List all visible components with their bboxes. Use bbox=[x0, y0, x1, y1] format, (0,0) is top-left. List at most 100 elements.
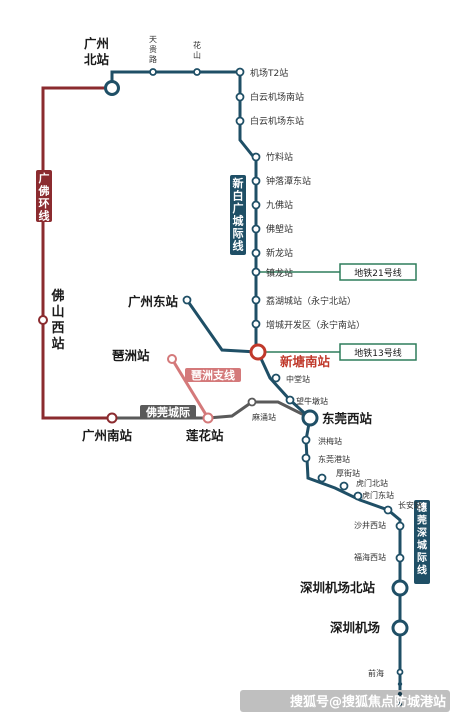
station-label-hongmei: 洪梅站 bbox=[318, 436, 342, 446]
xinbai-line-label-text-char: 线 bbox=[233, 239, 244, 253]
xinbai-line-label-text-char: 际 bbox=[233, 226, 244, 240]
station-label-zengcheng-dev: 增城开发区（永宁南站） bbox=[266, 319, 365, 331]
station-dot-zhuliao bbox=[251, 152, 261, 162]
station-dot-zhenlong bbox=[251, 267, 261, 277]
station-label-huashan: 花山 bbox=[193, 40, 201, 60]
station-label-tiangui-road-char: 路 bbox=[149, 54, 157, 64]
station-dot-fuhai-west bbox=[395, 553, 405, 563]
metro13-text: 地铁13号线 bbox=[354, 347, 401, 359]
metro21-text: 地铁21号线 bbox=[354, 267, 401, 279]
station-dot-humen-north bbox=[339, 481, 349, 491]
xinbai-line-label bbox=[230, 175, 246, 255]
continuation-dot bbox=[397, 691, 403, 697]
station-label-baiyun-airport-east: 白云机场东站 bbox=[250, 115, 304, 127]
station-label-changan: 长安站 bbox=[398, 500, 422, 510]
station-dot-guangzhou-east bbox=[182, 295, 192, 305]
station-label-shenzhen-airport: 深圳机场 bbox=[330, 620, 380, 635]
station-label-foshan-west-char: 西 bbox=[51, 321, 64, 336]
station-dot-wangniudun bbox=[285, 395, 295, 405]
station-dot-pazhou bbox=[167, 354, 177, 364]
station-label-houjie: 厚街站 bbox=[336, 468, 360, 478]
guanshen-label-text-char: 城 bbox=[417, 539, 427, 552]
station-label-guangzhou-north-1: 广州 bbox=[84, 36, 109, 51]
station-label-lianhua: 莲花站 bbox=[186, 428, 224, 443]
station-label-guangzhou-south: 广州南站 bbox=[82, 428, 133, 443]
station-dot-jiufo bbox=[251, 200, 261, 210]
station-dot-lianhua bbox=[202, 412, 214, 424]
continuation-dot bbox=[397, 701, 403, 707]
station-label-pazhou: 琶洲站 bbox=[112, 348, 150, 363]
guanshen-label-text-char: 莞 bbox=[417, 514, 427, 527]
xinbai-line-label-text-char: 城 bbox=[233, 214, 244, 228]
watermark: 搜狐号@搜狐焦点防城港站 bbox=[240, 690, 450, 712]
station-dot-dongguan-west bbox=[301, 409, 319, 427]
station-label-humen-east: 虎门东站 bbox=[362, 490, 394, 500]
station-label-machong: 麻涌站 bbox=[252, 412, 276, 422]
guangfo-loop-label bbox=[36, 170, 52, 222]
station-dot-xinlong bbox=[251, 248, 261, 258]
station-label-wangniudun: 望牛墩站 bbox=[296, 396, 328, 406]
station-label-zhongluotan-east: 钟落潭东站 bbox=[266, 175, 311, 187]
station-dot-dongguan-port bbox=[301, 453, 311, 463]
station-label-tiangui-road-char: 贵 bbox=[149, 44, 157, 54]
station-label-xinlong: 新龙站 bbox=[266, 247, 293, 259]
station-dot-zhongluotan-east bbox=[251, 176, 261, 186]
station-dot-airport-t2 bbox=[235, 67, 245, 77]
xinbai-line-label-text-char: 新 bbox=[233, 176, 244, 190]
station-label-shajing-west: 沙井西站 bbox=[354, 520, 386, 530]
station-label-zhenlong: 镇龙站 bbox=[266, 267, 293, 279]
station-label-foshan-west-char: 山 bbox=[51, 304, 64, 320]
station-label-fuhai-west: 福海西站 bbox=[354, 552, 386, 562]
station-dot-machong bbox=[247, 397, 257, 407]
station-label-dongguan-port: 东莞港站 bbox=[318, 454, 350, 464]
station-dot-qianhai bbox=[396, 668, 404, 676]
station-dot-houjie bbox=[317, 473, 327, 483]
station-dot-shenzhen-airport-north bbox=[391, 579, 409, 597]
station-label-huashan-char: 山 bbox=[193, 50, 201, 60]
xinbai-line-label-text-char: 广 bbox=[233, 201, 244, 215]
guanshen-label-text-char: 际 bbox=[417, 552, 427, 564]
station-label-fosu: 佛塱站 bbox=[266, 223, 293, 235]
foguan-label-text: 佛莞城际 bbox=[145, 405, 190, 419]
station-label-airport-t2: 机场T2站 bbox=[250, 67, 288, 79]
guangfo-loop-label-text-char: 环 bbox=[39, 197, 50, 210]
guangfo-loop-label-text-char: 佛 bbox=[38, 184, 50, 198]
guanshen-label-text-char: 线 bbox=[417, 564, 427, 577]
guanshen-label bbox=[414, 500, 430, 584]
guangfo-loop-label-text-char: 广 bbox=[39, 171, 50, 185]
station-label-qianhai: 前海 bbox=[368, 668, 384, 678]
station-dot-guangzhou-north bbox=[104, 80, 120, 96]
station-dot-zengcheng-dev bbox=[251, 319, 261, 329]
station-dot-foshan-west bbox=[38, 315, 48, 325]
pizhou-label-text: 琶洲支线 bbox=[191, 368, 235, 382]
guangfo-loop-line bbox=[41, 86, 112, 420]
metro13-box: 地铁13号线 bbox=[339, 343, 417, 361]
station-dot-shenzhen-airport bbox=[391, 619, 409, 637]
station-label-tiangui-road-char: 天 bbox=[149, 35, 157, 44]
xinbai-intercity-line bbox=[110, 70, 258, 352]
station-label-humen-north: 虎门北站 bbox=[356, 478, 388, 488]
station-dot-guangzhou-south bbox=[106, 412, 118, 424]
station-label-shenzhen-airport-north: 深圳机场北站 bbox=[300, 580, 376, 595]
continuation-dot bbox=[397, 681, 403, 687]
xinbai-south-line bbox=[256, 351, 402, 690]
xinbai-line-label-text-char: 白 bbox=[233, 189, 244, 203]
station-label-foshan-west-char: 站 bbox=[51, 336, 64, 352]
station-label-huashan-char: 花 bbox=[193, 40, 201, 50]
guanshen-label-text-char: 穗 bbox=[417, 501, 427, 514]
station-label-zhongtang: 中堂站 bbox=[286, 374, 310, 384]
station-dot-tiangui-road bbox=[149, 68, 157, 76]
station-label-guangzhou-east: 广州东站 bbox=[128, 294, 179, 309]
station-label-xintang-south: 新塘南站 bbox=[280, 354, 331, 369]
station-dot-xintang-south bbox=[249, 343, 267, 361]
pizhou-label: 琶洲支线 bbox=[185, 368, 241, 382]
station-dot-fosu bbox=[251, 224, 261, 234]
station-label-foshan-west-char: 佛 bbox=[50, 288, 64, 304]
station-dot-zhongtang bbox=[271, 373, 281, 383]
station-label-lihu-city: 荔湖城站（永宁北站） bbox=[266, 295, 356, 307]
station-label-zhuliao: 竹料站 bbox=[266, 151, 293, 163]
